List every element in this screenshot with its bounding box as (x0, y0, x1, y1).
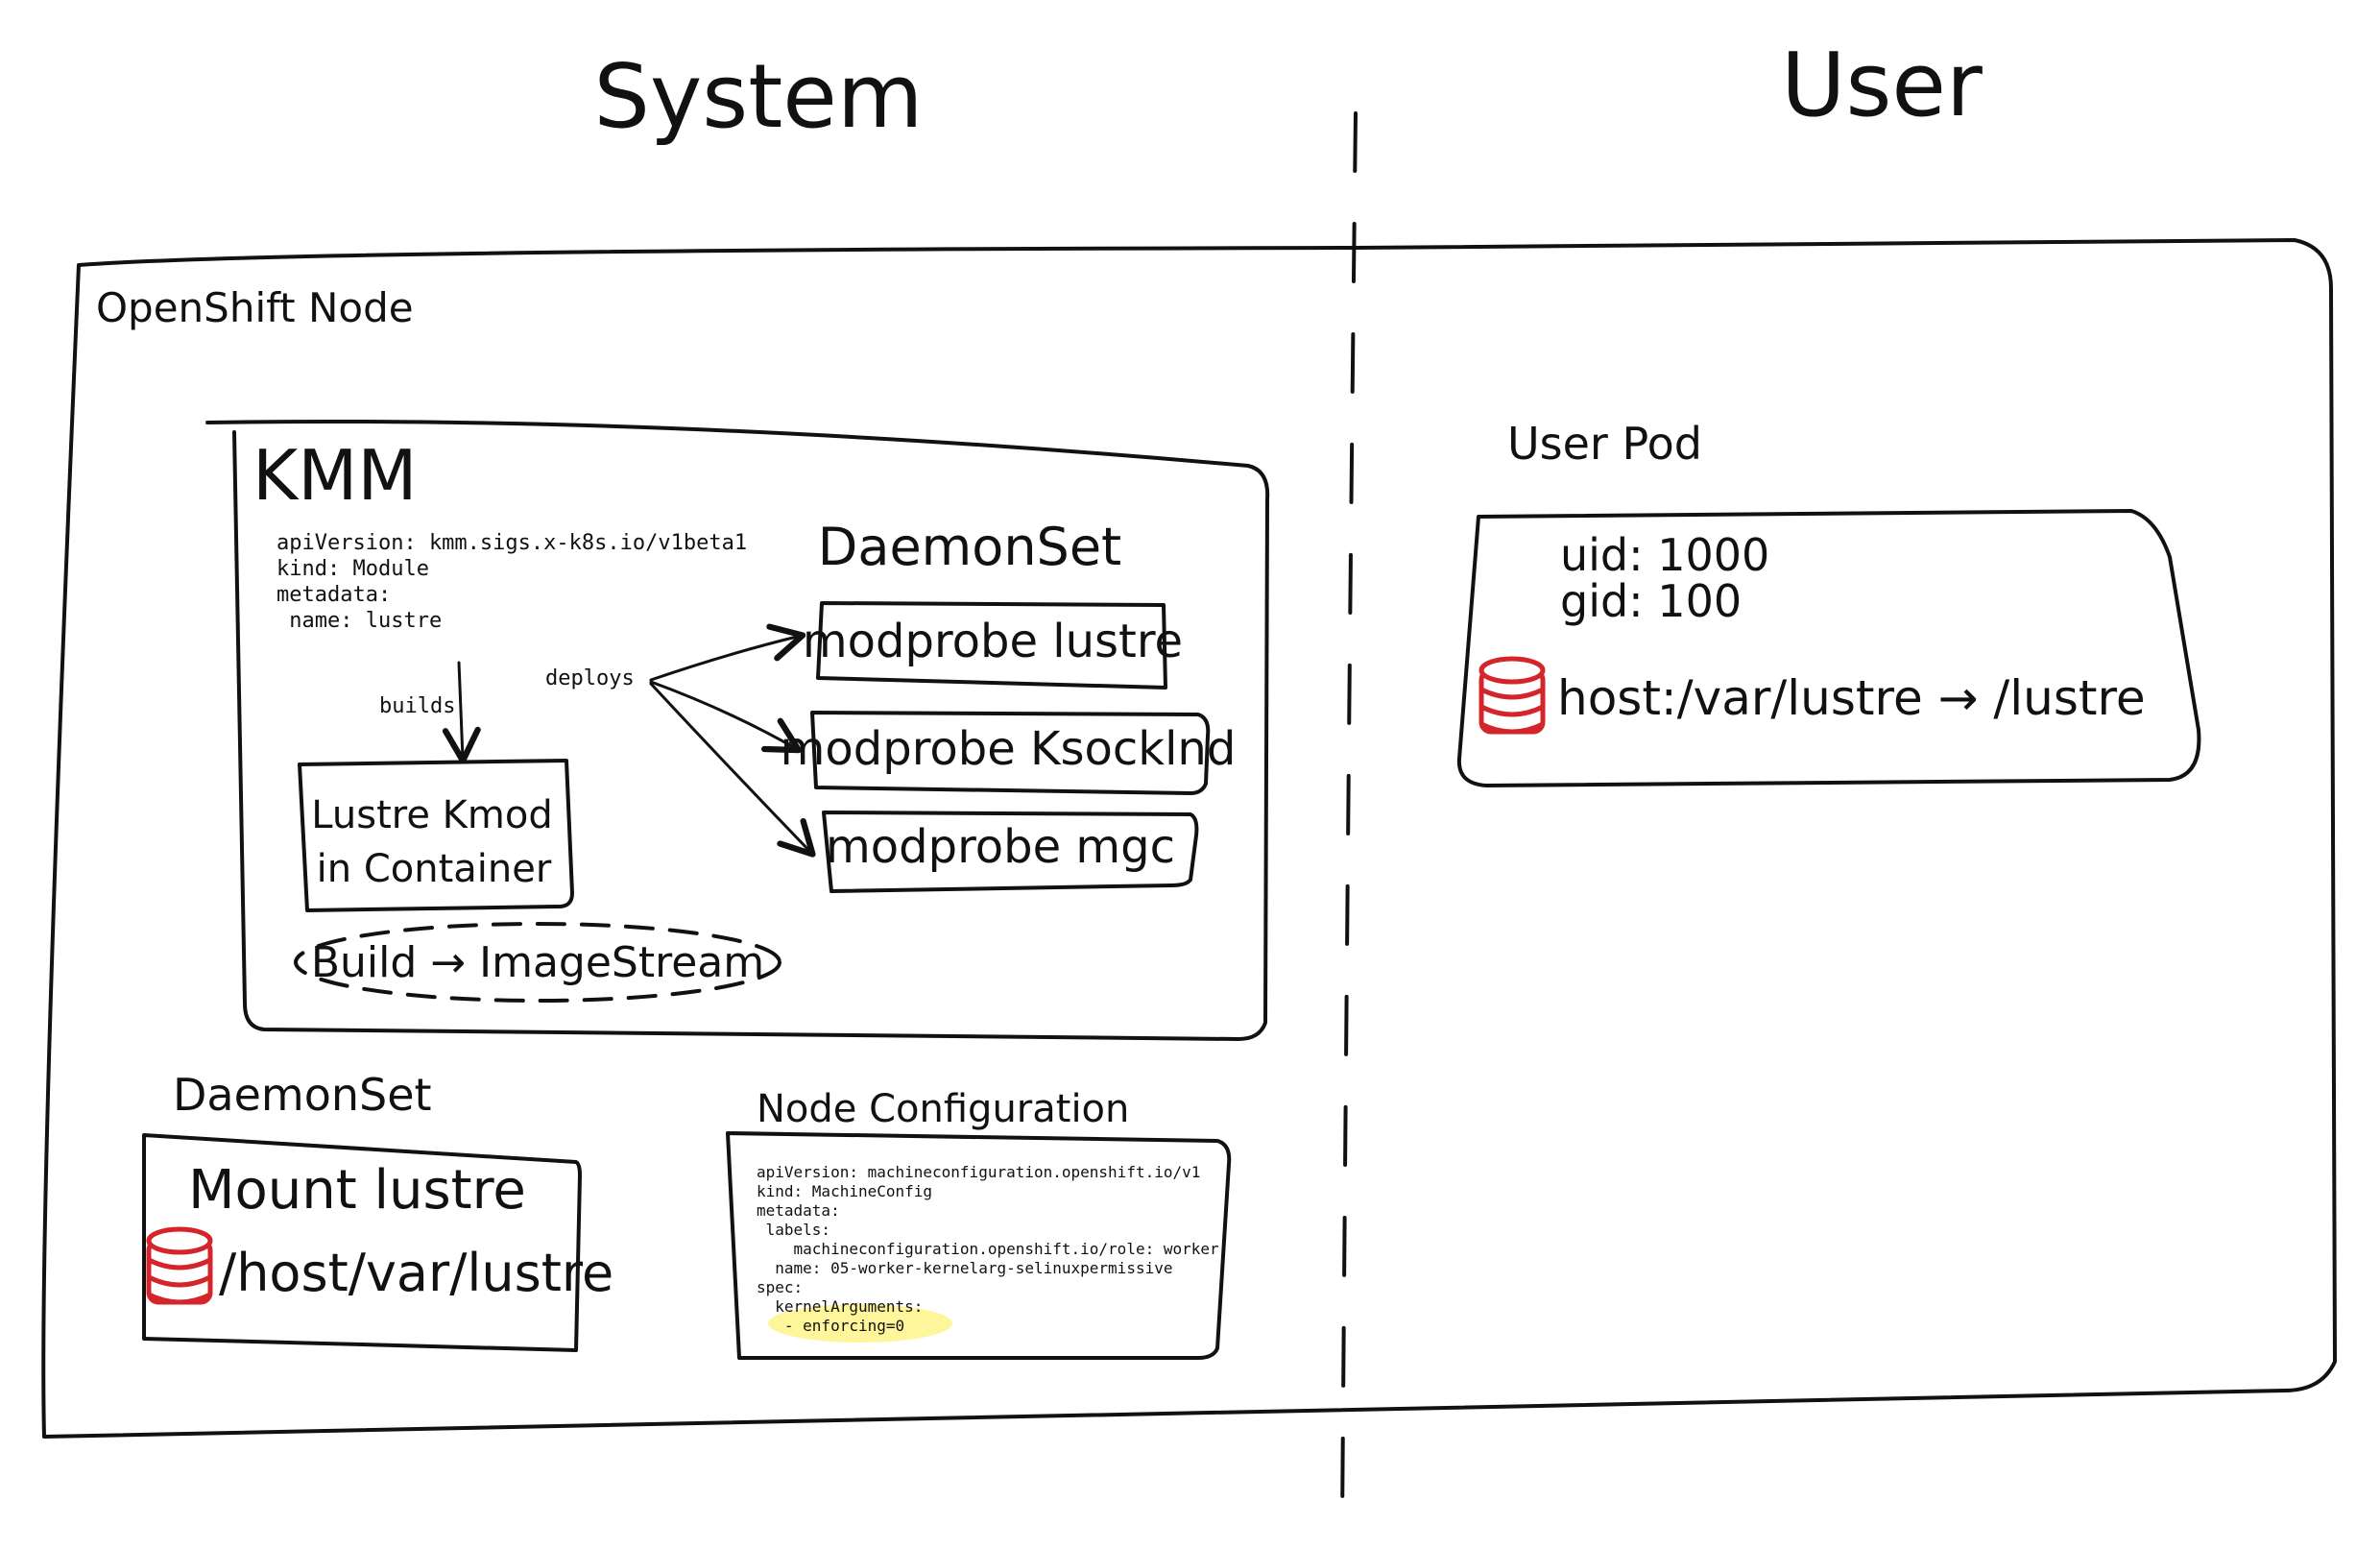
enforcing-highlight (768, 1304, 952, 1343)
machineconfig-yaml-line: labels: (757, 1221, 830, 1239)
builds-label: builds (379, 694, 455, 718)
builds-arrow (442, 661, 481, 764)
system-user-divider (1340, 111, 1358, 1529)
machineconfig-yaml-line: kind: MachineConfig (757, 1182, 932, 1200)
kmm-box (205, 419, 1270, 1041)
user-pod-uid: uid: 1000 (1560, 529, 1769, 581)
kmm-daemonset-title: DaemonSet (818, 517, 1121, 577)
deploys-arrow-lustre (649, 623, 806, 682)
machineconfig-yaml-line: name: 05-worker-kernelarg-selinuxpermiss… (757, 1259, 1172, 1277)
kmm-yaml: apiVersion: kmm.sigs.x-k8s.io/v1beta1 ki… (276, 531, 747, 633)
kmm-yaml-line: name: lustre (276, 609, 442, 633)
storage-icon (149, 1229, 210, 1302)
deploys-arrow-mgc (649, 682, 816, 858)
openshift-node-box (41, 238, 2337, 1439)
modprobe-lustre-label: modprobe lustre (803, 615, 1183, 668)
user-pod-box (1456, 509, 2201, 787)
mount-path-label: /host/var/lustre (219, 1243, 613, 1303)
openshift-node-title: OpenShift Node (96, 284, 414, 331)
system-header: System (593, 45, 923, 148)
machineconfig-yaml-line: kernelArguments: (757, 1297, 923, 1316)
mount-lustre-label: Mount lustre (188, 1159, 526, 1222)
node-configuration-yaml: apiVersion: machineconfiguration.openshi… (757, 1163, 1219, 1335)
storage-icon (1481, 659, 1543, 732)
kmm-yaml-line: kind: Module (276, 557, 429, 581)
mount-daemonset-box (142, 1133, 582, 1352)
user-header: User (1781, 34, 1983, 136)
machineconfig-yaml-line: apiVersion: machineconfiguration.openshi… (757, 1163, 1200, 1181)
user-pod-gid: gid: 100 (1560, 575, 1742, 627)
machineconfig-yaml-line: spec: (757, 1278, 803, 1296)
modprobe-lustre-box (816, 601, 1167, 690)
build-imagestream-ellipse (294, 922, 781, 1003)
machineconfig-yaml-line: - enforcing=0 (757, 1317, 904, 1335)
user-pod-mount: host:/var/lustre → /lustre (1557, 670, 2146, 726)
modprobe-mgc-label: modprobe mgc (826, 820, 1175, 874)
modprobe-ksocklnd-box (810, 711, 1211, 795)
kmm-yaml-line: metadata: (276, 583, 391, 607)
mount-daemonset-title: DaemonSet (173, 1069, 432, 1121)
machineconfig-yaml-line: machineconfiguration.openshift.io/role: … (757, 1240, 1219, 1258)
modprobe-ksocklnd-label: modprobe Ksocklnd (781, 722, 1237, 776)
kmod-container-line2: in Container (317, 847, 552, 891)
user-pod-title: User Pod (1507, 418, 1702, 470)
deploys-label: deploys (545, 666, 635, 690)
deploys-arrow-ksocklnd (649, 680, 802, 754)
node-configuration-title: Node Configuration (757, 1087, 1129, 1131)
kmm-yaml-line: apiVersion: kmm.sigs.x-k8s.io/v1beta1 (276, 531, 747, 555)
kmm-title: KMM (252, 435, 417, 516)
kmod-container-box (298, 759, 574, 912)
modprobe-mgc-box (822, 811, 1199, 893)
node-configuration-box (726, 1131, 1232, 1360)
kmod-container-line1: Lustre Kmod (311, 793, 552, 837)
build-imagestream-label: Build → ImageStream (311, 938, 764, 987)
machineconfig-yaml-line: metadata: (757, 1201, 840, 1220)
